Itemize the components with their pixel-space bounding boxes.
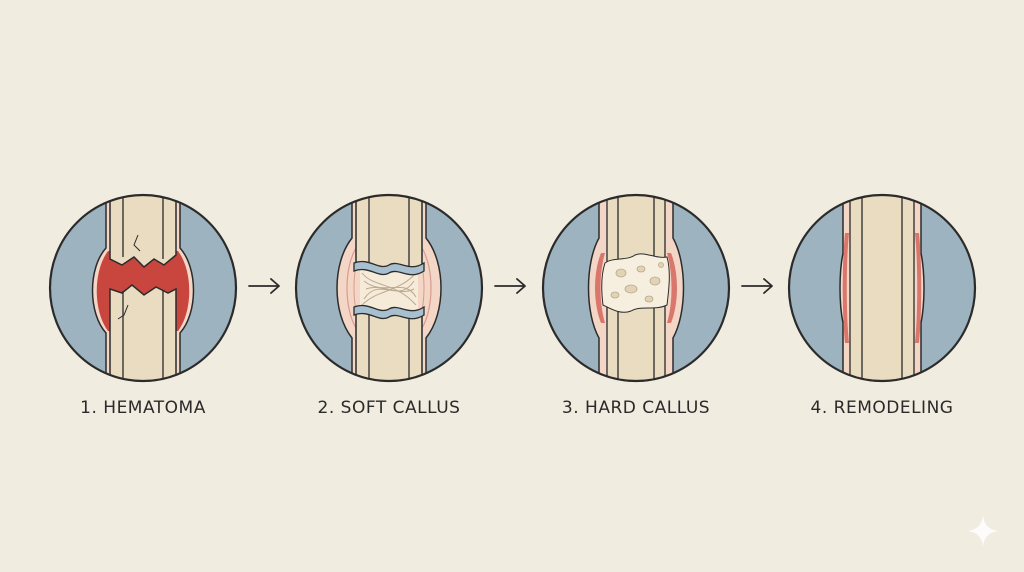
stage-label-remodeling: 4. REMODELING bbox=[810, 398, 954, 418]
arrow-right-icon bbox=[741, 278, 773, 294]
remodeling-illustration bbox=[787, 193, 977, 383]
arrow-right-icon bbox=[494, 278, 526, 294]
stage-label-hard-callus: 3. HARD CALLUS bbox=[561, 398, 711, 418]
stage-soft-callus bbox=[294, 193, 484, 383]
stage-label-soft-callus: 2. SOFT CALLUS bbox=[317, 398, 461, 418]
stage-hematoma bbox=[48, 193, 238, 383]
stage-hard-callus bbox=[541, 193, 731, 383]
hard-callus-illustration bbox=[541, 193, 731, 383]
stage-remodeling bbox=[787, 193, 977, 383]
stage-label-hematoma: 1. HEMATOMA bbox=[80, 398, 206, 418]
soft-callus-illustration bbox=[294, 193, 484, 383]
hematoma-illustration bbox=[48, 193, 238, 383]
arrow-right-icon bbox=[248, 278, 280, 294]
sparkle-icon bbox=[967, 515, 999, 547]
